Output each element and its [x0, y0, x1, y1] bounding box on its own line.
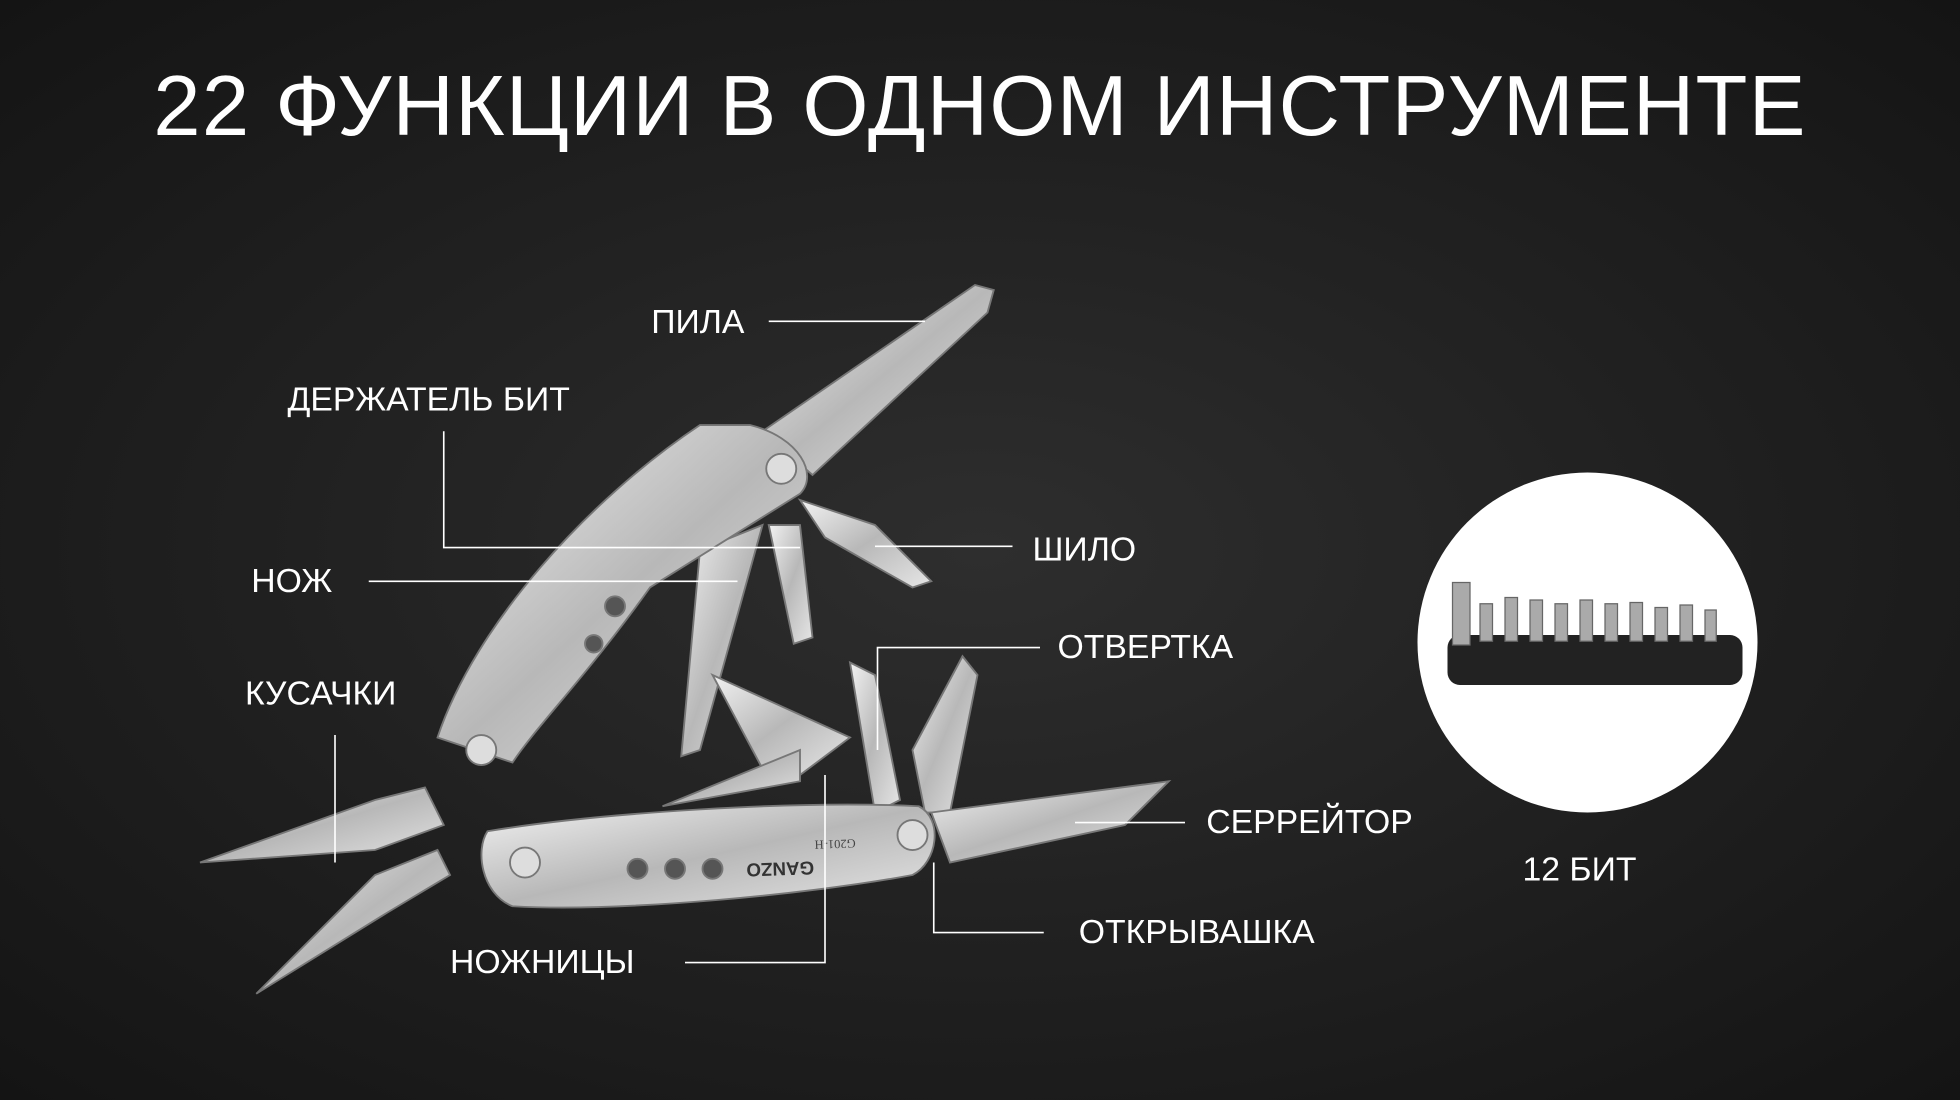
bit-holder: [767, 524, 814, 645]
handle-hole: [604, 595, 626, 618]
label-opener: ОТКРЫВАШКА: [1078, 913, 1315, 951]
handle-hole: [626, 857, 649, 880]
handle-hole: [664, 857, 686, 880]
multitool-image: [199, 283, 1172, 995]
rivet: [896, 819, 929, 851]
bottle-opener: [911, 654, 979, 814]
rivet: [765, 452, 798, 485]
rivet: [509, 846, 541, 879]
saw-blade: [760, 283, 995, 477]
upper-handle: [436, 424, 809, 764]
label-pliers: КУСАЧКИ: [245, 674, 397, 712]
scissors-leader-line: [685, 775, 826, 964]
small-blade: [662, 748, 801, 808]
handle-hole: [701, 857, 724, 880]
screwdriver-leader-line: [876, 646, 1040, 750]
label-saw: ПИЛА: [651, 303, 745, 341]
label-screwdriver: ОТВЕРТКА: [1057, 628, 1234, 666]
pliers-upper-jaw: [199, 786, 446, 864]
screwdriver: [848, 660, 902, 814]
page-title: 22 ФУНКЦИИ В ОДНОМ ИНСТРУМЕНТЕ: [153, 58, 1807, 154]
model-number: G201-H: [814, 836, 855, 851]
brand-logo-text: GANZO: [746, 857, 814, 880]
lower-handle: [480, 803, 936, 909]
serrated-blade: [929, 779, 1172, 864]
bits-caption: 12 БИТ: [1522, 850, 1637, 889]
awl: [797, 498, 933, 589]
label-serrated: СЕРРЕЙТОР: [1206, 803, 1413, 841]
bit-holder-leader-line: [442, 431, 800, 549]
label-bit-holder: ДЕРЖАТЕЛЬ БИТ: [287, 380, 570, 419]
bits-circle: [1417, 472, 1758, 813]
handle-hole: [584, 634, 604, 654]
pliers-lower-jaw: [255, 848, 452, 995]
leader-lines: [334, 320, 1185, 964]
opener-leader-line: [932, 862, 1044, 934]
label-awl: ШИЛО: [1032, 530, 1137, 569]
label-knife: НОЖ: [251, 561, 333, 600]
label-scissors: НОЖНИЦЫ: [450, 943, 635, 981]
knife-blade: [680, 523, 764, 758]
rivet: [465, 734, 498, 766]
bit-set-image: [1447, 581, 1743, 685]
